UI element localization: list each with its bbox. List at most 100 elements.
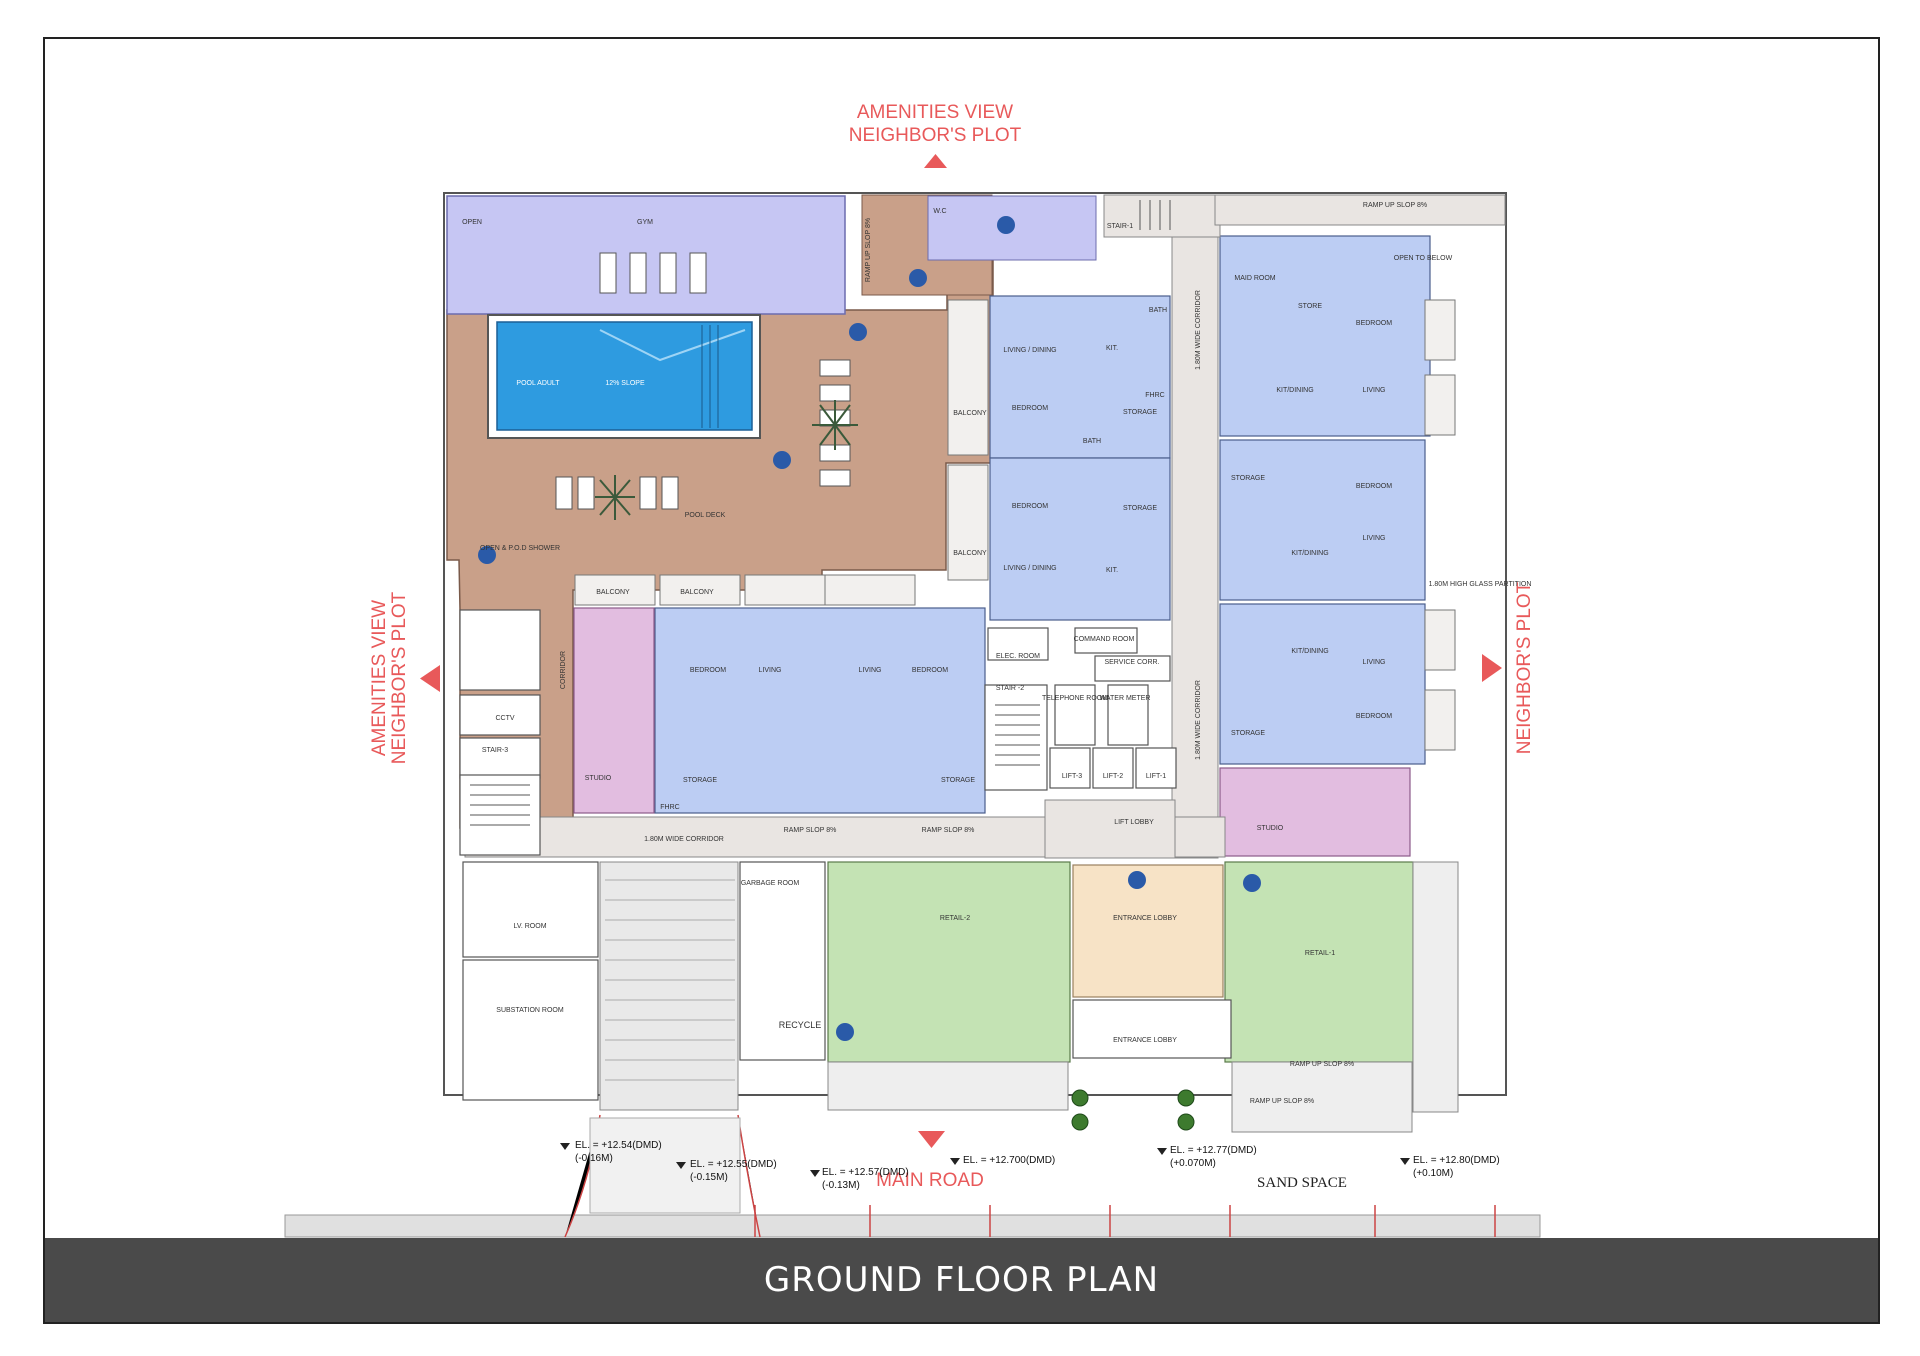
studio-label: STUDIO — [1257, 825, 1284, 832]
corridor-vertical-label: CORRIDOR — [560, 651, 567, 689]
bath-label: BATH — [1083, 438, 1101, 445]
tree-icon — [1071, 1089, 1195, 1131]
entrance-canopy — [827, 1061, 1069, 1111]
bottom-direction: MAIN ROAD — [876, 1170, 984, 1191]
storage-label: STORAGE — [683, 777, 717, 784]
stair1-label: STAIR-1 — [1107, 223, 1133, 230]
balcony-label: BALCONY — [680, 589, 714, 596]
corridor-vertical-label: 1.80M WIDE CORRIDOR — [1195, 290, 1202, 370]
north-arrow-icon — [924, 154, 947, 168]
balcony-label: BALCONY — [953, 550, 987, 557]
lift3-label: LIFT-3 — [1062, 773, 1082, 780]
basement-ramp — [599, 861, 739, 1111]
entrance-lobby-label: ENTRANCE LOBBY — [1113, 915, 1177, 922]
west-arrow-icon — [420, 665, 440, 692]
ramp-label: RAMP SLOP 8% — [784, 827, 837, 834]
living-dining-label: LIVING / DINING — [1003, 347, 1056, 354]
level-el-2: EL. = +12.55(DMD) — [690, 1159, 777, 1170]
lift-lobby-label: LIFT LOBBY — [1114, 819, 1154, 826]
store-label: STORE — [1298, 303, 1322, 310]
left-direction-line2: NEIGHBOR'S PLOT — [389, 591, 410, 764]
storage-label: STORAGE — [941, 777, 975, 784]
kit-dining-label: KIT/DINING — [1291, 550, 1328, 557]
shower-label: OPEN & P.O.D SHOWER — [480, 545, 560, 552]
pool-adult-label: POOL ADULT — [516, 380, 560, 387]
fhrc-label: FHRC — [1145, 392, 1164, 399]
east-arrow-icon — [1482, 654, 1502, 682]
cctv-label: CCTV — [495, 715, 514, 722]
living-label: LIVING — [859, 667, 882, 674]
corridor-label: 1.80M WIDE CORRIDOR — [644, 836, 724, 843]
open-below-label: OPEN TO BELOW — [1394, 255, 1453, 262]
interlock-paving — [589, 1117, 741, 1214]
level-el-6: EL. = +12.80(DMD) — [1413, 1155, 1500, 1166]
service-core — [459, 609, 1177, 856]
entrance-lobby-outer — [1072, 999, 1232, 1059]
wc-label: W.C — [933, 208, 946, 215]
paved-road — [284, 1214, 1541, 1238]
level-markers — [560, 1143, 1410, 1177]
top-direction-line2: NEIGHBOR'S PLOT — [849, 125, 1022, 146]
kit-dining-label: KIT/DINING — [1276, 387, 1313, 394]
maid-room-label: MAID ROOM — [1234, 275, 1275, 282]
balconies — [574, 299, 1456, 751]
glass-partition-label: 1.80M HIGH GLASS PARTITION — [1429, 581, 1532, 588]
entrance-lobby-inner — [1072, 864, 1224, 998]
palm-tree-icon — [812, 400, 858, 450]
level-delta-6: (+0.10M) — [1413, 1168, 1453, 1179]
corridor-vertical-label: 1.80M WIDE CORRIDOR — [1195, 680, 1202, 760]
left-direction-line1: AMENITIES VIEW — [369, 600, 390, 756]
level-el-4: EL. = +12.700(DMD) — [963, 1155, 1055, 1166]
stair2-label: STAIR -2 — [996, 685, 1024, 692]
storage-label: STORAGE — [1123, 505, 1157, 512]
retail2-label: RETAIL-2 — [940, 915, 970, 922]
retail-1 — [1224, 861, 1414, 1063]
living-label: LIVING — [1363, 387, 1386, 394]
bedroom-label: BEDROOM — [1012, 503, 1048, 510]
bedroom-label: BEDROOM — [1356, 713, 1392, 720]
kit-label: KIT. — [1106, 345, 1118, 352]
bedroom-label: BEDROOM — [690, 667, 726, 674]
ramp-up-label: RAMP UP SLOP 8% — [1363, 202, 1427, 209]
retail1-label: RETAIL-1 — [1305, 950, 1335, 957]
lift2-label: LIFT-2 — [1103, 773, 1123, 780]
living-label: LIVING — [1363, 659, 1386, 666]
living-label: LIVING — [1363, 535, 1386, 542]
level-delta-3: (-0.13M) — [822, 1180, 860, 1191]
storage-label: STORAGE — [1231, 730, 1265, 737]
stair3-label: STAIR-3 — [482, 747, 508, 754]
ramp-hatch — [605, 879, 735, 1081]
garbage-room-label: GARBAGE ROOM — [741, 880, 800, 887]
fhrc-label: FHRC — [660, 804, 679, 811]
living-dining-label: LIVING / DINING — [1003, 565, 1056, 572]
studio-units — [573, 607, 1411, 857]
right-direction: NEIGHBOR'S PLOT — [1514, 581, 1535, 754]
service-corr-label: SERVICE CORR. — [1104, 659, 1159, 666]
open-label: OPEN — [462, 219, 482, 226]
storage-label: STORAGE — [1123, 409, 1157, 416]
command-room-label: COMMAND ROOM — [1074, 636, 1135, 643]
level-el-1: EL. = +12.54(DMD) — [575, 1140, 662, 1151]
ramp-label: RAMP SLOP 8% — [922, 827, 975, 834]
retail-2 — [827, 861, 1071, 1063]
bedroom-label: BEDROOM — [912, 667, 948, 674]
palm-tree-icon — [595, 475, 635, 520]
south-arrow-icon — [918, 1131, 945, 1148]
level-delta-5: (+0.070M) — [1170, 1158, 1216, 1169]
title-bar: GROUND FLOOR PLAN — [45, 1238, 1878, 1322]
ramp-up-area — [1231, 1061, 1413, 1133]
living-label: LIVING — [759, 667, 782, 674]
top-direction-line1: AMENITIES VIEW — [857, 102, 1013, 123]
recycle-label: RECYCLE — [779, 1020, 822, 1030]
pool-deck-label: POOL DECK — [685, 512, 726, 519]
level-el-3: EL. = +12.57(DMD) — [822, 1167, 909, 1178]
lift1-label: LIFT-1 — [1146, 773, 1166, 780]
ramp-up-label: RAMP UP SLOP 8% — [1250, 1098, 1314, 1105]
substation-room-label: SUBSTATION ROOM — [496, 1007, 564, 1014]
telephone-room-label: TELEPHONE ROOM — [1042, 695, 1108, 702]
bedroom-label: BEDROOM — [1356, 483, 1392, 490]
bedroom-label: BEDROOM — [1356, 320, 1392, 327]
pool-slope-line — [599, 329, 746, 362]
balcony-label: BALCONY — [596, 589, 630, 596]
